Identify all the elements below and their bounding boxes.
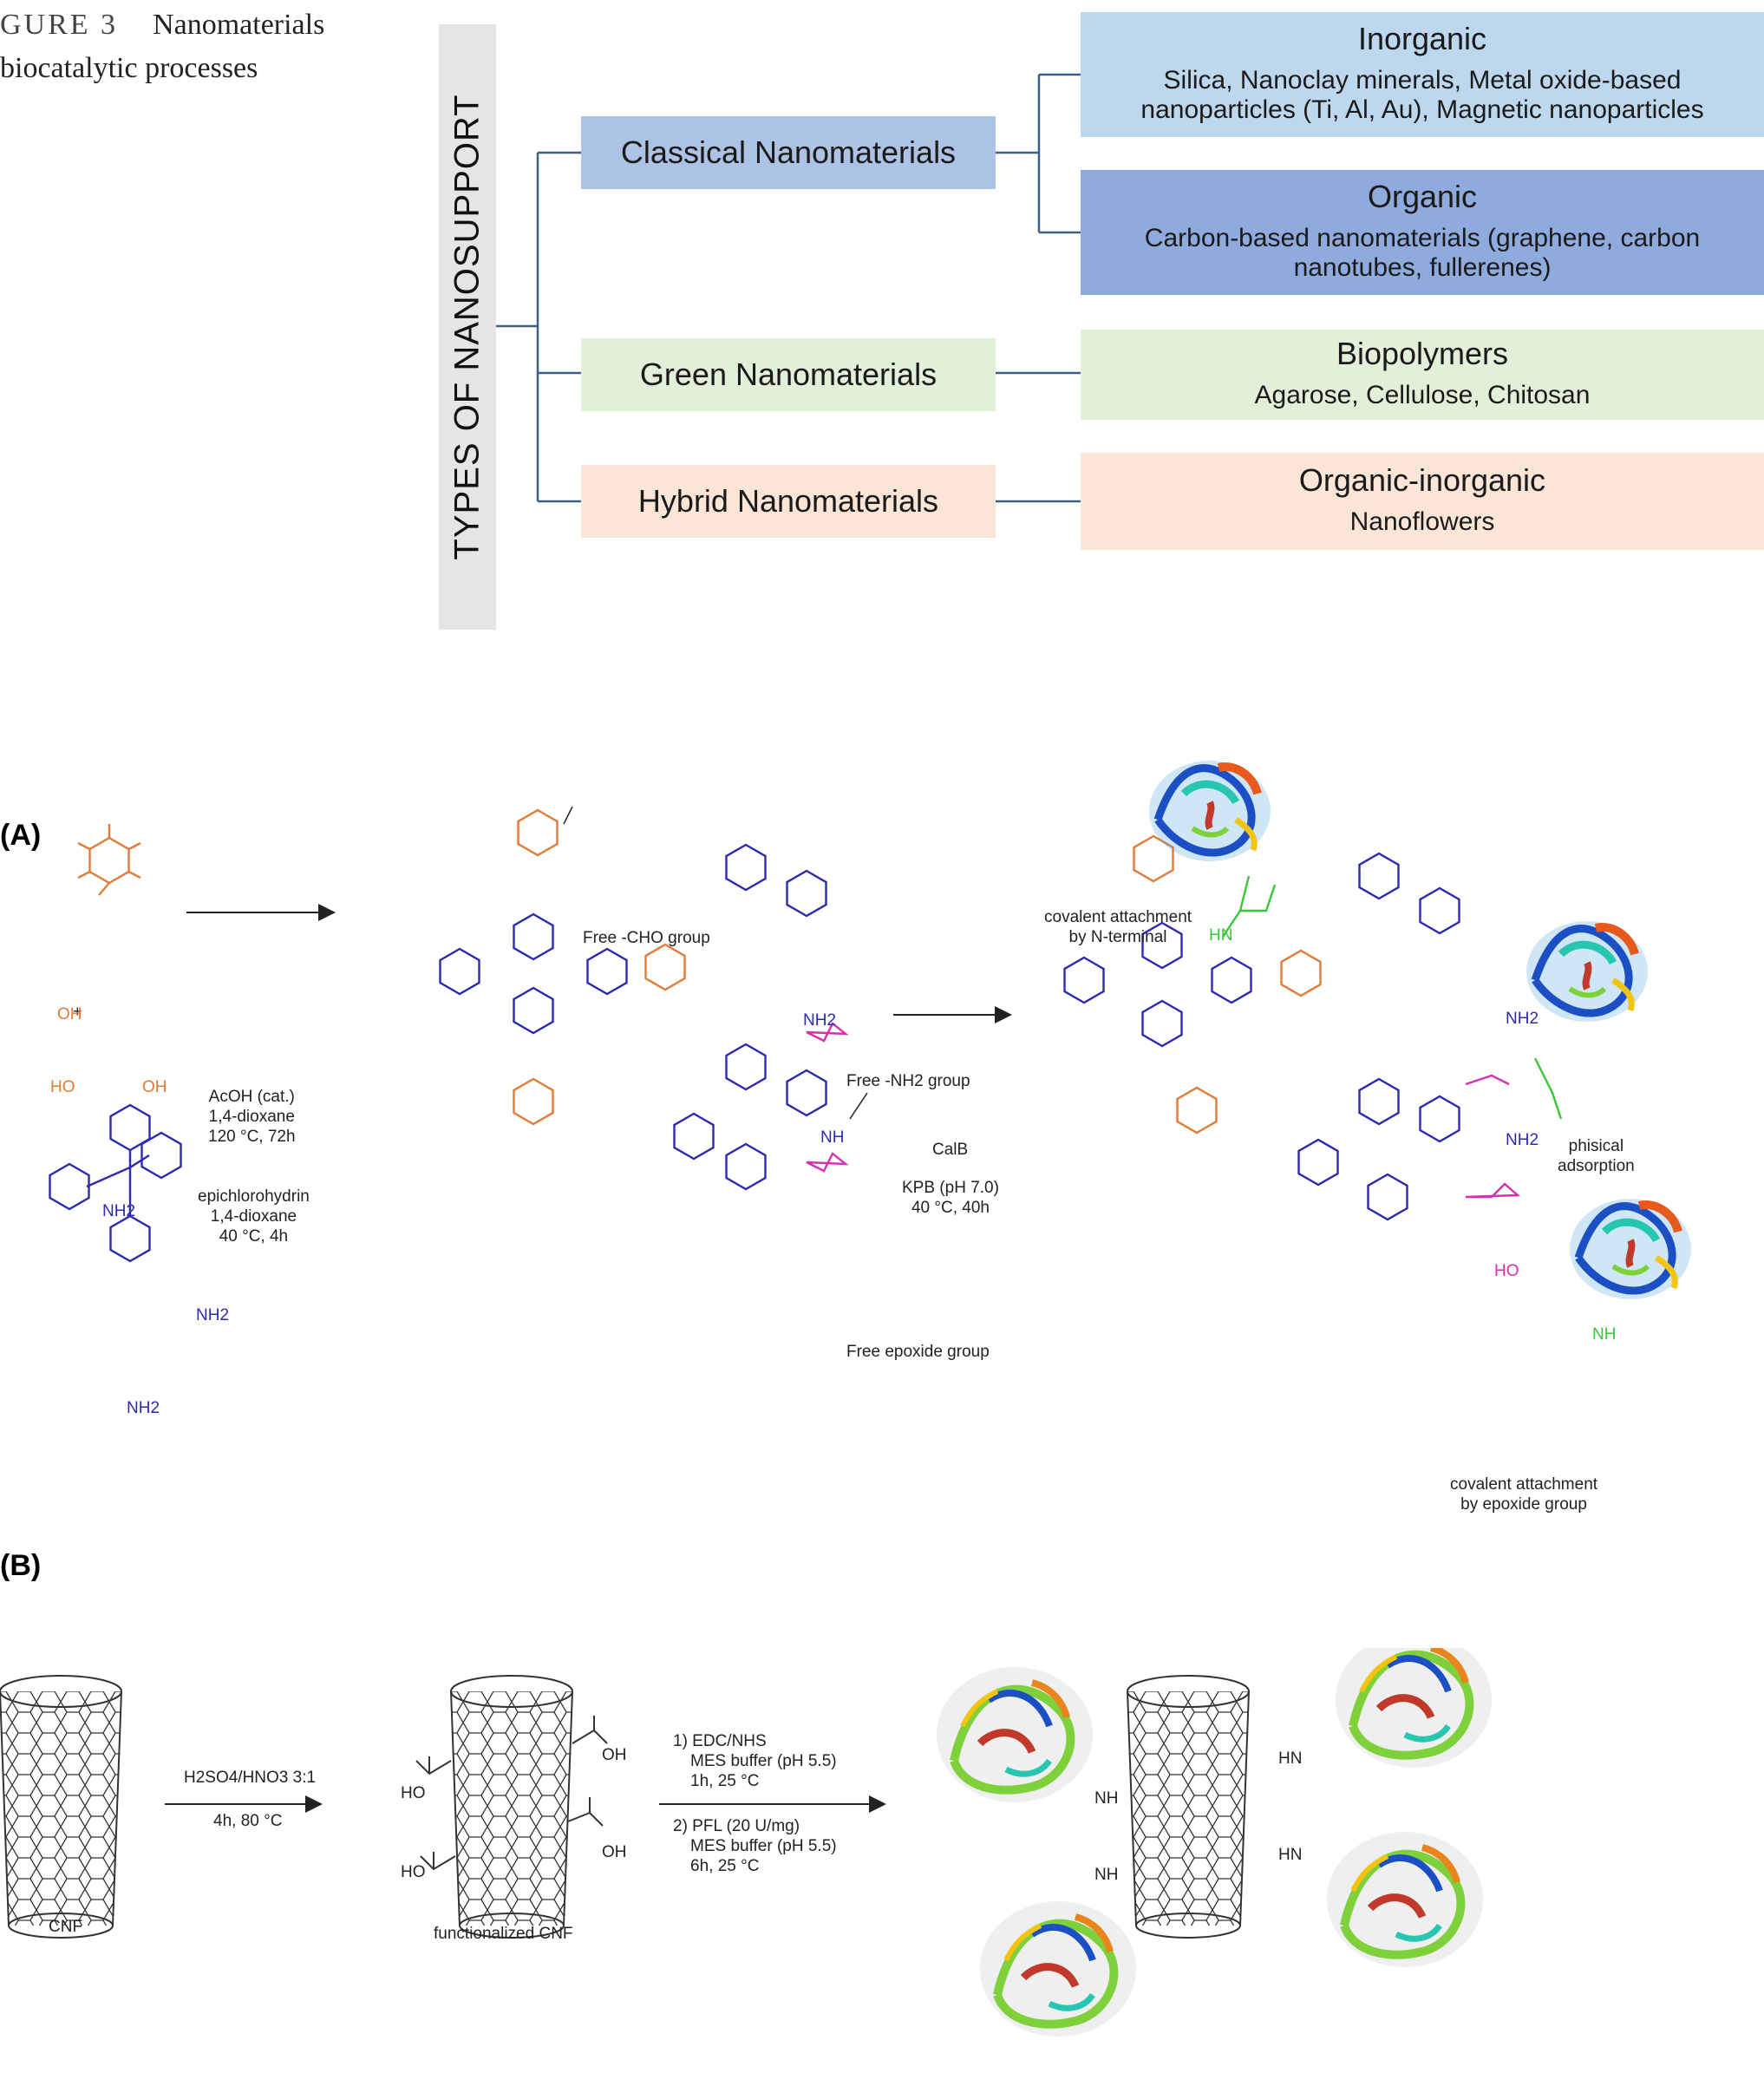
organic-box: Organic Carbon-based nanomaterials (grap…: [1081, 170, 1764, 295]
atom-nh2-2: NH2: [196, 1306, 230, 1324]
panel-b-label: (B): [0, 1549, 42, 1582]
enzyme-covalent-epoxide: [1570, 1199, 1691, 1299]
atom-oh-1: OH: [57, 1005, 82, 1023]
immobilized-cnf-tube: [1127, 1675, 1250, 1939]
atom-nh2-3: NH2: [127, 1399, 160, 1417]
atom-ho-b2: HO: [401, 1863, 426, 1881]
atom-oh-b1: OH: [602, 1746, 627, 1764]
enzyme-right-bottom: [1327, 1832, 1483, 1967]
atom-hn-b2: HN: [1278, 1846, 1303, 1864]
annotation-free-cho: Free -CHO group: [583, 929, 710, 947]
atom-nh-b2: NH: [1094, 1866, 1119, 1884]
atom-oh-2: OH: [142, 1078, 167, 1096]
atom-hn-peptide: HN: [1209, 926, 1233, 945]
caption-line1: Nanomaterials: [153, 9, 325, 41]
enzyme-right-top: [1336, 1648, 1492, 1768]
organic-inorganic-title: Organic-inorganic: [1298, 462, 1546, 498]
cnf-label: CNF: [49, 1918, 83, 1936]
cof-network-2: [1063, 834, 1563, 1221]
root-category-bar: TYPES OF NANOSUPPORT: [439, 24, 496, 630]
enzyme-adsorbed: [1526, 921, 1648, 1022]
atom-ho-linker: HO: [1494, 1262, 1519, 1280]
enzyme-left-bottom: [980, 1901, 1136, 2037]
step2-conditions: KPB (pH 7.0)40 °C, 40h: [902, 1179, 999, 1217]
atom-nh2-1: NH2: [102, 1202, 136, 1220]
classical-label: Classical Nanomaterials: [620, 134, 957, 170]
atom-nh2-5: NH2: [1506, 1010, 1539, 1028]
figure-caption: GURE 3 Nanomaterials biocatalytic process…: [0, 3, 324, 90]
panel-a-label: (A): [0, 819, 42, 852]
cnf-tube: [0, 1675, 122, 1939]
organic-line1: Carbon-based nanomaterials (graphene, ca…: [1144, 224, 1701, 252]
caption-line2: biocatalytic processes: [0, 52, 258, 84]
classical-nanomaterials-box: Classical Nanomaterials: [581, 116, 996, 189]
organic-inorganic-box: Organic-inorganic Nanoflowers: [1081, 453, 1764, 550]
atom-oh-b2: OH: [602, 1843, 627, 1861]
atom-nh-b1: NH: [1094, 1789, 1119, 1808]
hybrid-nanomaterials-box: Hybrid Nanomaterials: [581, 465, 996, 538]
organic-line2: nanotubes, fullerenes): [1293, 253, 1552, 282]
tree-connectors: [496, 73, 1081, 503]
enzyme-left-top: [937, 1667, 1093, 1802]
functionalized-cnf-tube: [450, 1675, 573, 1939]
functionalized-cnf-label: functionalized CNF: [434, 1925, 573, 1943]
atom-nh2-4: NH2: [803, 1011, 837, 1030]
step2-reagents-b-bottom: 2) PFL (20 U/mg)MES buffer (pH 5.5)6h, 2…: [673, 1817, 837, 1875]
inorganic-line1: Silica, Nanoclay minerals, Metal oxide-b…: [1163, 66, 1682, 95]
cof-network-1: [439, 808, 849, 1191]
inorganic-title: Inorganic: [1357, 21, 1487, 56]
enzyme-covalent-n: [1149, 761, 1271, 861]
step1-conditions-b: 4h, 80 °C: [213, 1812, 283, 1830]
atom-nh-1: NH: [820, 1128, 845, 1147]
atom-nh-peptide: NH: [1592, 1325, 1617, 1344]
scheme-b-graphics: [0, 1648, 1764, 2082]
scheme-a-graphics: +: [49, 711, 1764, 1544]
tetraaminophenylmethane: [49, 1103, 182, 1263]
plus-sign: +: [73, 1003, 82, 1020]
organic-inorganic-line1: Nanoflowers: [1349, 507, 1495, 536]
atom-ho-1: HO: [50, 1078, 75, 1096]
hybrid-label: Hybrid Nanomaterials: [637, 483, 939, 519]
annotation-free-nh2: Free -NH2 group: [846, 1072, 970, 1090]
atom-ho-b1: HO: [401, 1784, 426, 1802]
atom-hn-b1: HN: [1278, 1749, 1303, 1768]
step1-reagent-b: H2SO4/HNO3 3:1: [184, 1769, 317, 1787]
step2-enzyme: CalB: [932, 1141, 969, 1159]
biopolymers-line1: Agarose, Cellulose, Chitosan: [1254, 381, 1591, 409]
biopolymers-box: Biopolymers Agarose, Cellulose, Chitosan: [1081, 330, 1764, 420]
carboxyl-groups: [415, 1716, 608, 1871]
atom-nh2-6: NH2: [1506, 1131, 1539, 1149]
biopolymers-title: Biopolymers: [1336, 336, 1509, 371]
figure-label: GURE 3: [0, 9, 119, 41]
inorganic-box: Inorganic Silica, Nanoclay minerals, Met…: [1081, 12, 1764, 137]
triformylphloroglucinol: [77, 824, 141, 896]
green-nanomaterials-box: Green Nanomaterials: [581, 338, 996, 411]
organic-title: Organic: [1367, 179, 1478, 214]
annotation-free-epoxide: Free epoxide group: [846, 1343, 990, 1361]
green-label: Green Nanomaterials: [639, 356, 938, 392]
inorganic-line2: nanoparticles (Ti, Al, Au), Magnetic nan…: [1140, 95, 1704, 124]
